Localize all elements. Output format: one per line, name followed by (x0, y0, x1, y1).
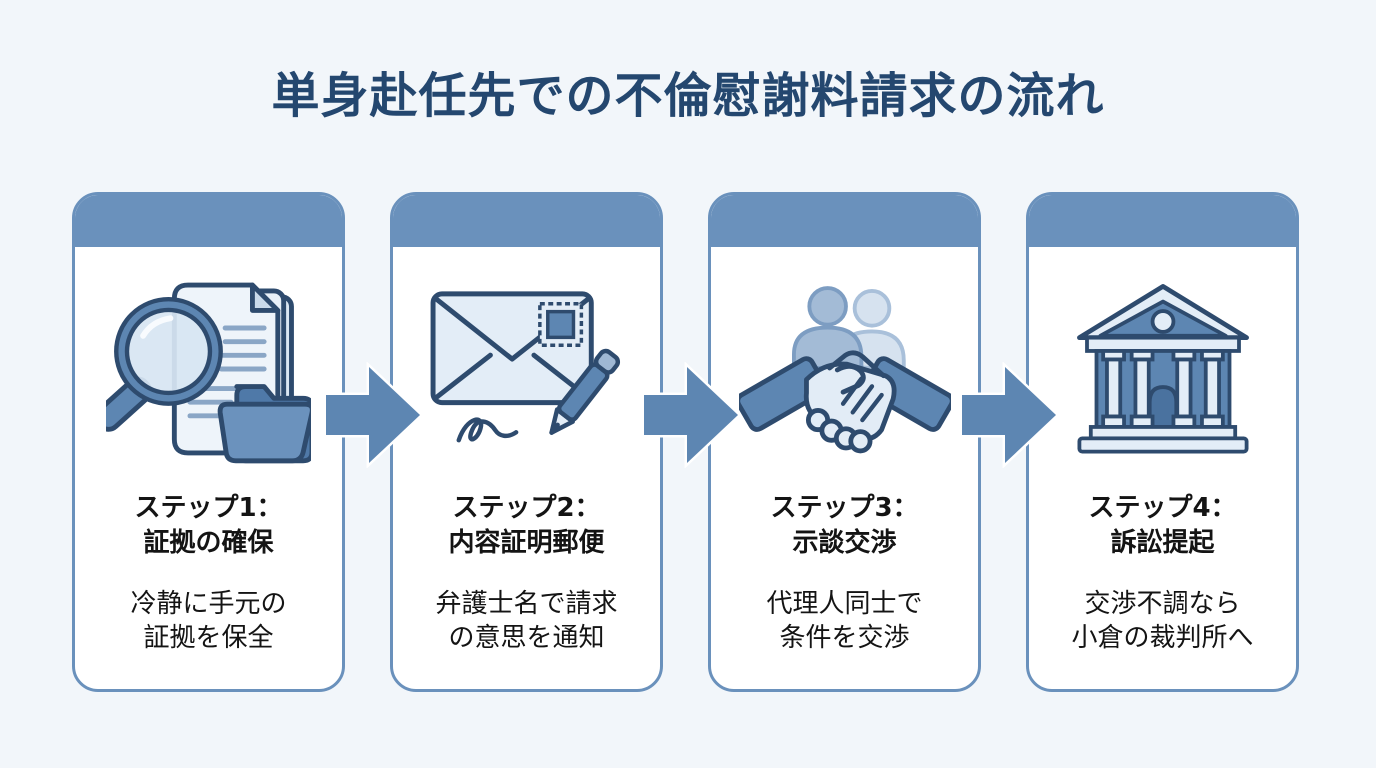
step-description: 交渉不調なら 小倉の裁判所へ (1071, 589, 1254, 653)
step-label: ステップ4： (1088, 493, 1237, 523)
step-name: 訴訟提起 (1110, 528, 1215, 558)
step-title: ステップ3： 示談交渉 (711, 491, 978, 561)
step-description: 代理人同士で 条件を交渉 (766, 589, 923, 653)
step-title: ステップ4： 訴訟提起 (1029, 491, 1296, 561)
flow-arrow-icon (641, 362, 741, 468)
step-card-2: ステップ2： 内容証明郵便 弁護士名で請求 の意思を通知 (390, 192, 663, 692)
step-name: 内容証明郵便 (448, 528, 605, 558)
flow-arrow-icon (959, 362, 1059, 468)
icon-area (393, 247, 660, 491)
step-title: ステップ1： 証拠の確保 (75, 491, 342, 561)
step-label: ステップ3： (770, 493, 919, 523)
icon-area (1029, 247, 1296, 491)
card-header-band (75, 195, 342, 247)
step-name: 示談交渉 (792, 528, 897, 558)
card-header-band (1029, 195, 1296, 247)
step-card-4: ステップ4： 訴訟提起 交渉不調なら 小倉の裁判所へ (1026, 192, 1299, 692)
icon-area (75, 247, 342, 491)
step-label: ステップ1： (134, 493, 283, 523)
flow-arrow-icon (323, 362, 423, 468)
courthouse-icon (1076, 283, 1249, 454)
step-title: ステップ2： 内容証明郵便 (393, 491, 660, 561)
page-title: 単身赴任先での不倫慰謝料請求の流れ (271, 68, 1105, 124)
magnifier-documents-folder-icon (106, 282, 311, 464)
handshake-icon (738, 286, 951, 454)
card-header-band (711, 195, 978, 247)
step-description: 冷静に手元の 証拠を保全 (130, 589, 287, 653)
envelope-stamp-pen-icon (430, 291, 620, 443)
step-description: 弁護士名で請求 の意思を通知 (435, 589, 618, 653)
step-name: 証拠の確保 (143, 528, 274, 558)
icon-area (711, 247, 978, 491)
step-card-1: ステップ1： 証拠の確保 冷静に手元の 証拠を保全 (72, 192, 345, 692)
step-label: ステップ2： (452, 493, 601, 523)
step-card-3: ステップ3： 示談交渉 代理人同士で 条件を交渉 (708, 192, 981, 692)
card-header-band (393, 195, 660, 247)
